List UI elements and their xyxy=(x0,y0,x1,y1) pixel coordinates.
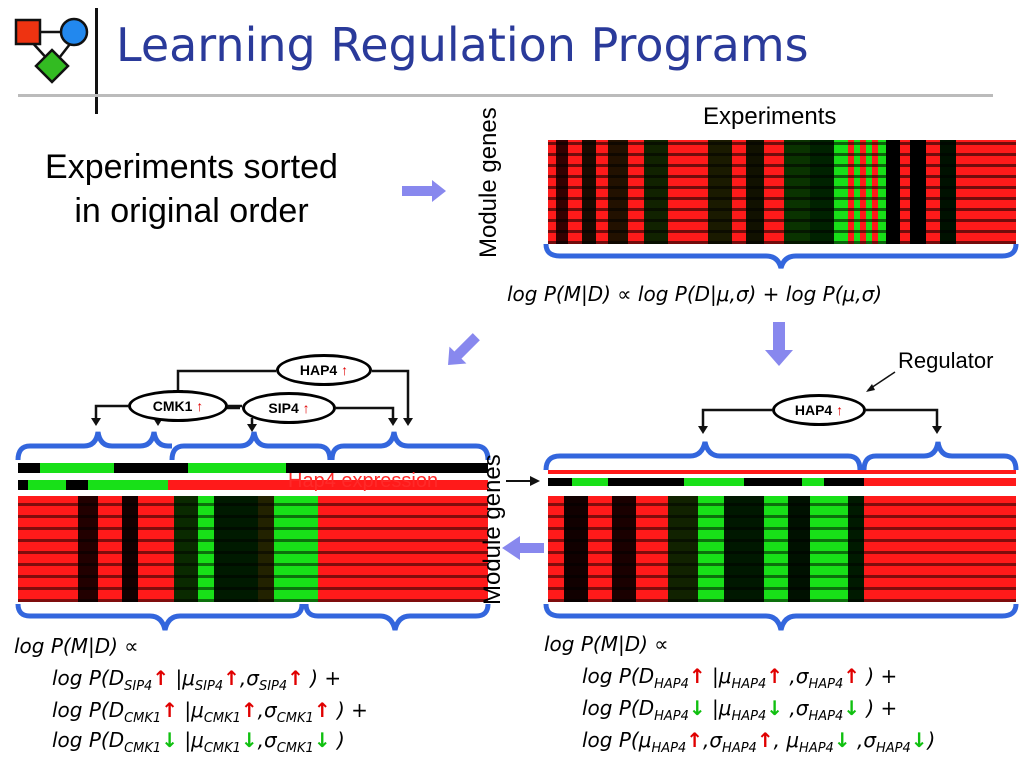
experiments-label: Experiments xyxy=(703,103,837,130)
brace-left-bottom-1 xyxy=(15,603,305,631)
down-arrow-icon: ↓ xyxy=(688,696,706,720)
up-arrow-icon: ↑ xyxy=(240,698,258,722)
module-genes-label-top: Module genes xyxy=(475,107,531,258)
right-separator-bar xyxy=(548,470,1016,474)
up-arrow-icon: ↑ xyxy=(152,666,170,690)
brace-left-3 xyxy=(329,431,491,461)
brace-right-2 xyxy=(861,441,1019,471)
up-arrow-icon: ↑ xyxy=(161,698,178,722)
network-logo-icon xyxy=(14,17,89,84)
cmk1-node[interactable]: CMK1 ↑ xyxy=(128,390,228,422)
hap4-node-left-label: HAP4 xyxy=(299,362,338,378)
right-expression-bar-1 xyxy=(548,478,1016,486)
module-genes-label-mid: Module genes xyxy=(479,454,535,605)
left-expression-bar-1 xyxy=(18,463,488,473)
title-vertical-rule xyxy=(95,8,98,114)
down-arrow-icon: ↓ xyxy=(313,728,331,752)
top-heatmap xyxy=(548,140,1016,244)
up-arrow-icon: ↑ xyxy=(223,666,240,690)
up-arrow-icon: ↑ xyxy=(686,728,703,752)
down-arrow-icon: ↓ xyxy=(833,728,851,752)
arrow-down-left-icon xyxy=(448,333,480,365)
left-eq-line-3: log P(DCMK1↓ |μCMK1↓,σCMK1↓ ) xyxy=(52,728,345,756)
hap4-expression-label: Hap4 expression xyxy=(288,470,439,492)
down-arrow-icon: ↓ xyxy=(766,696,784,720)
brace-right-bottom xyxy=(543,603,1019,631)
right-heatmap xyxy=(548,496,1016,602)
right-eq-line-1: log P(DHAP4↑ |μHAP4↑ ,σHAP4↑ ) + xyxy=(582,664,898,692)
right-eq-line-3: log P(μHAP4↑,σHAP4↑, μHAP4↓ ,σHAP4↓) xyxy=(582,728,936,756)
slide-title: Learning Regulation Programs xyxy=(116,18,809,72)
sip4-node[interactable]: SIP4 ↑ xyxy=(242,392,336,424)
down-arrow-icon: ↓ xyxy=(910,728,928,752)
left-heatmap xyxy=(18,496,488,602)
cmk1-node-label: CMK1 xyxy=(152,398,193,414)
hap4-node-left[interactable]: HAP4 ↑ xyxy=(276,354,372,386)
up-arrow-icon: ↑ xyxy=(836,402,844,418)
down-arrow-icon: ↓ xyxy=(161,728,178,752)
left-expression-bar-2 xyxy=(18,480,488,490)
hap4-node-right[interactable]: HAP4 ↑ xyxy=(772,394,866,426)
up-arrow-icon: ↑ xyxy=(756,728,774,752)
right-eq-head: log P(M|D) ∝ xyxy=(544,632,669,656)
left-eq-line-2: log P(DCMK1↑ |μCMK1↑,σCMK1↑ ) + xyxy=(52,698,368,726)
hap4-node-right-label: HAP4 xyxy=(794,402,833,418)
brace-left-bottom-2 xyxy=(303,603,491,631)
arrow-down-icon xyxy=(765,322,793,366)
regulator-label: Regulator xyxy=(898,348,994,373)
sorted-line-2: in original order xyxy=(74,192,309,230)
up-arrow-icon: ↑ xyxy=(302,400,310,416)
up-arrow-icon: ↑ xyxy=(313,698,331,722)
brace-left-2 xyxy=(169,431,333,461)
top-equation: log P(M|D) ∝ log P(D|μ,σ) + log P(μ,σ) xyxy=(507,282,883,306)
module-genes-top-text: Module genes xyxy=(475,107,502,258)
brace-left-1 xyxy=(15,431,172,461)
up-arrow-icon: ↑ xyxy=(843,664,860,688)
up-arrow-icon: ↑ xyxy=(766,664,784,688)
down-arrow-icon: ↓ xyxy=(843,696,860,720)
arrow-left-icon xyxy=(502,536,544,560)
up-arrow-icon: ↑ xyxy=(688,664,706,688)
up-arrow-icon: ↑ xyxy=(196,398,204,414)
title-underline xyxy=(18,94,993,97)
left-eq-head: log P(M|D) ∝ xyxy=(14,634,139,658)
up-arrow-icon: ↑ xyxy=(287,666,304,690)
left-eq-line-1: log P(DSIP4↑ |μSIP4↑,σSIP4↑ ) + xyxy=(52,666,342,694)
right-network-edges xyxy=(701,408,939,428)
sorted-line-1: Experiments sorted xyxy=(45,148,338,186)
down-arrow-icon: ↓ xyxy=(240,728,258,752)
brace-right-1 xyxy=(543,441,863,471)
right-eq-line-2: log P(DHAP4↓ |μHAP4↓ ,σHAP4↓ ) + xyxy=(582,696,898,724)
sorted-description: Experiments sorted in original order xyxy=(14,145,369,233)
arrow-right-icon xyxy=(402,180,446,202)
sip4-node-label: SIP4 xyxy=(268,400,299,416)
module-genes-mid-text: Module genes xyxy=(479,454,506,605)
up-arrow-icon: ↑ xyxy=(341,362,349,378)
brace-top xyxy=(543,243,1019,269)
